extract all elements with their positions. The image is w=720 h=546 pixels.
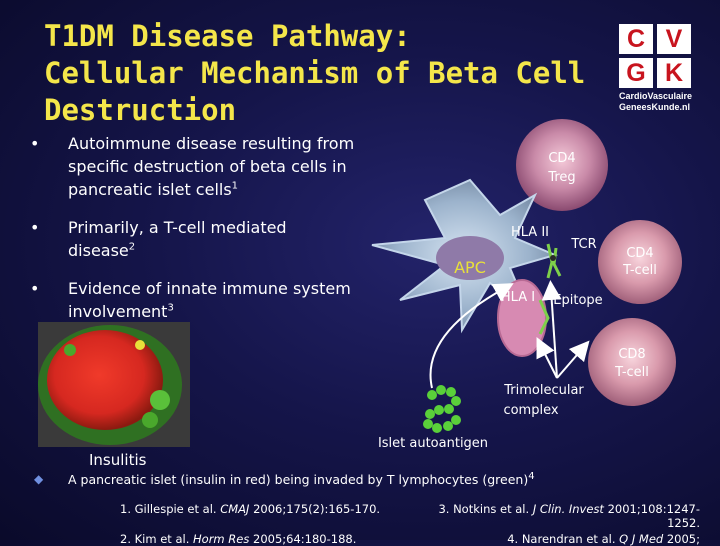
islet-autoantigen-icon xyxy=(423,385,461,433)
hla-i-label: HLA I xyxy=(501,290,535,305)
reference-2: 2. Kim et al. Horm Res 2005;64:180-188. xyxy=(120,532,390,546)
tcr-complex-icon xyxy=(548,244,560,278)
apc-label: APC xyxy=(454,258,486,277)
trimolecular-label-1: Trimolecular xyxy=(503,383,584,398)
insulitis-label: Insulitis xyxy=(89,451,146,469)
cd4-tcell-label-1: CD4 xyxy=(626,246,653,261)
reference-1: 1. Gillespie et al. CMAJ 2006;175(2):165… xyxy=(120,502,390,516)
beta-cell: HLA I xyxy=(498,280,548,356)
references-left: 1. Gillespie et al. CMAJ 2006;175(2):165… xyxy=(120,502,390,546)
tcr-label: TCR xyxy=(570,237,596,252)
hla-ii-label: HLA II xyxy=(511,225,549,240)
cd4-tcell-label-2: T-cell xyxy=(622,263,657,278)
caption-marker: ◆ xyxy=(34,472,68,487)
caption-text: A pancreatic islet (insulin in red) bein… xyxy=(68,472,528,487)
epitope-label: Epitope xyxy=(553,293,602,308)
cd4-treg-label-1: CD4 xyxy=(548,151,575,166)
references-right: 3. Notkins et al. J Clin. Invest 2001;10… xyxy=(430,502,700,546)
trimolecular-label-2: complex xyxy=(503,403,558,418)
islet-autoantigen-label: Islet autoantigen xyxy=(378,436,488,451)
reference-4: 4. Narendran et al. Q J Med 2005; xyxy=(430,532,700,546)
caption-ref: 4 xyxy=(528,471,534,482)
cd8-t-cell: CD8 T-cell xyxy=(588,318,676,406)
cd8-tcell-label-2: T-cell xyxy=(614,365,649,380)
insulitis-micrograph xyxy=(38,322,190,447)
figure-caption: ◆ A pancreatic islet (insulin in red) be… xyxy=(34,472,714,487)
reference-3: 3. Notkins et al. J Clin. Invest 2001;10… xyxy=(430,502,700,530)
cd4-treg-label-2: Treg xyxy=(547,170,575,185)
cd4-t-cell: CD4 T-cell xyxy=(598,220,682,304)
cd8-tcell-label-1: CD8 xyxy=(618,347,645,362)
